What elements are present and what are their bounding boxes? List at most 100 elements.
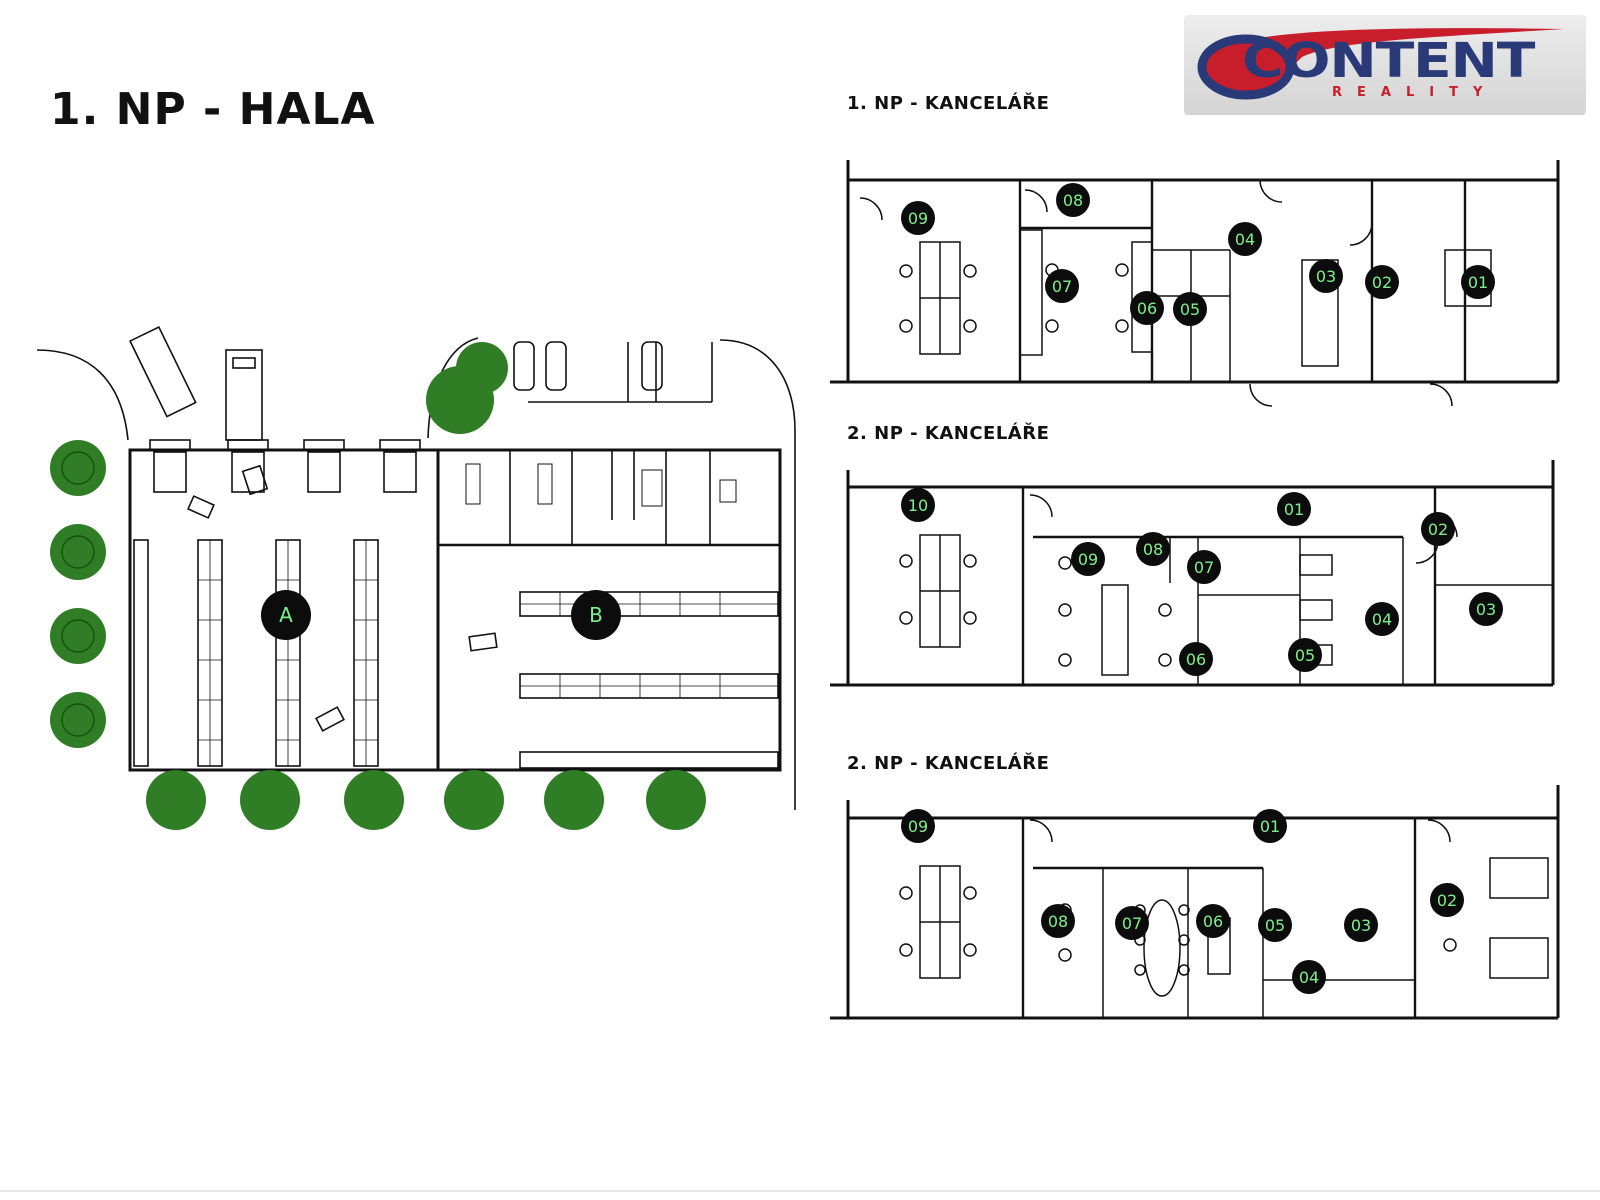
room-number-label: 09 [908,817,928,836]
room-number-label: 07 [1052,277,1072,296]
plan-title-1np-offices: 1. NP - KANCELÁŘE [847,93,1050,114]
room-number-label: 05 [1180,300,1200,319]
room-badge [901,488,935,522]
room-number-label: 05 [1295,646,1315,665]
room-number-label: 05 [1265,916,1285,935]
tree-icon [444,770,504,830]
forklift [241,464,269,496]
loading-dock [303,439,345,451]
tree-icon [344,770,404,830]
hall-floor-plan: A B [36,325,796,830]
tree-icon [240,770,300,830]
room-number-label: 10 [908,496,928,515]
room-badges-2np-a: 10 09 08 07 06 05 04 03 02 01 [901,488,1503,676]
rack-b [519,751,779,769]
room-number-label: 01 [1284,500,1304,519]
loading-dock [379,439,421,451]
truck-diagonal [129,325,197,418]
car [641,341,663,391]
hall-outline [128,448,782,772]
room-number-label: 06 [1203,912,1223,931]
room-badge [1461,265,1495,299]
room-badge [1228,222,1262,256]
section-label-b: B [589,603,603,627]
trees [50,342,706,830]
room-number-label: 03 [1351,916,1371,935]
room-badge [1196,904,1230,938]
company-logo: CONTENT REALITY [1184,15,1586,115]
room-number-label: 04 [1372,610,1392,629]
forklift [468,632,498,652]
room-number-label: 06 [1137,299,1157,318]
road-curve-left [36,349,129,441]
truck [225,349,263,441]
room-number-label: 02 [1372,273,1392,292]
room-badge [1430,883,1464,917]
room-badge [1309,259,1343,293]
room-badge [1365,602,1399,636]
room-badge [1130,291,1164,325]
room-number-label: 02 [1428,520,1448,539]
room-badge [1173,292,1207,326]
loading-dock [149,439,191,451]
room-badge [1071,542,1105,576]
room-number-label: 03 [1316,267,1336,286]
room-number-label: 02 [1437,891,1457,910]
room-number-label: 03 [1476,600,1496,619]
section-label-a: A [279,603,293,627]
room-number-label: 09 [1078,550,1098,569]
dock-leveller [231,451,265,493]
room-badge [1056,183,1090,217]
room-badges-2np-b: 09 08 07 06 05 04 03 02 01 [901,809,1464,994]
office-plan-2np-b: 09 08 07 06 05 04 03 02 01 [830,785,1560,1020]
section-badge-a [261,590,311,640]
room-number-label: 01 [1260,817,1280,836]
room-badge [1292,960,1326,994]
room-badge [1365,265,1399,299]
tree-icon [50,440,106,496]
tree-icon [146,770,206,830]
room-badge [901,809,935,843]
hall-plan-title: 1. NP - HALA [50,84,376,135]
tree-icon [456,342,508,394]
room-number-label: 07 [1122,914,1142,933]
road-curve-right [719,339,796,810]
dock-leveller [383,451,417,493]
room-badge [1136,532,1170,566]
road-curve-middle [427,337,479,439]
room-badge [1187,550,1221,584]
dock-leveller [307,451,341,493]
room-number-label: 06 [1186,650,1206,669]
room-badge [1288,638,1322,672]
room-number-label: 08 [1048,912,1068,931]
tree-icon [50,524,106,580]
room-number-label: 09 [908,209,928,228]
tree-icon [50,692,106,748]
room-badge [1045,269,1079,303]
rack [133,539,149,767]
room-number-label: 07 [1194,558,1214,577]
section-badge-b [571,590,621,640]
logo-swoosh [1197,28,1564,100]
room-badge [901,201,935,235]
room-badge [1344,908,1378,942]
room-badge [1253,809,1287,843]
logo-subtitle: REALITY [1332,85,1498,100]
car [545,341,567,391]
car [513,341,535,391]
tree-icon [646,770,706,830]
room-number-label: 01 [1468,273,1488,292]
room-badge [1469,592,1503,626]
room-badge [1421,512,1455,546]
room-badge [1041,904,1075,938]
room-number-label: 08 [1143,540,1163,559]
forklift [315,706,345,732]
room-badge [1277,492,1311,526]
room-number-label: 04 [1299,968,1319,987]
truck-cab [232,357,256,369]
room-badge [1258,908,1292,942]
tree-icon [544,770,604,830]
logo-wordmark: CONTENT [1242,33,1535,89]
office-plan-2np-a: 10 09 08 07 06 05 04 03 02 01 [830,460,1555,687]
